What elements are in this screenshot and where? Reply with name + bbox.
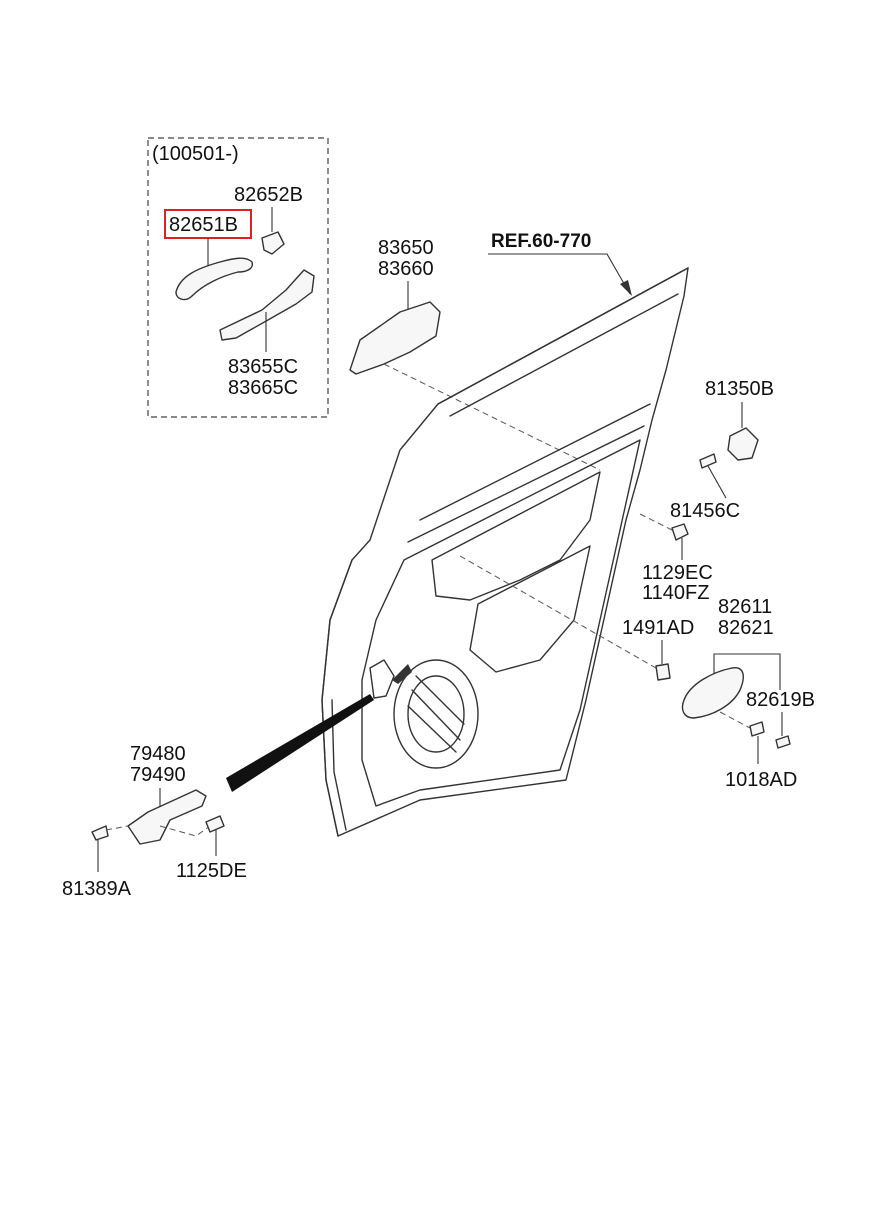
door-inner-panel — [361, 439, 641, 807]
door-window-frame — [407, 267, 689, 543]
part-81389A-bolt — [91, 825, 109, 841]
label-1018AD[interactable]: 1018AD — [725, 769, 797, 791]
dash-79480 — [159, 825, 211, 837]
label-1140FZ[interactable]: 1140FZ — [642, 582, 709, 604]
part-1125DE-bolt — [205, 815, 225, 833]
part-1018AD-screw — [749, 721, 765, 737]
group-box — [147, 137, 329, 418]
label-79480[interactable]: 79480 — [130, 743, 186, 765]
dash-to-1491AD — [459, 555, 657, 669]
label-83655C[interactable]: 83655C — [228, 356, 298, 378]
label-82619B[interactable]: 82619B — [746, 689, 815, 711]
door-latch-area — [369, 659, 395, 699]
part-81350B-striker — [727, 427, 759, 461]
reference-label[interactable]: REF.60-770 — [491, 231, 591, 252]
label-79490[interactable]: 79490 — [130, 764, 186, 786]
part-82651B-handle — [175, 257, 254, 301]
leader-81456C — [707, 465, 727, 499]
part-83655C-bracket — [219, 269, 315, 341]
dash-1129EC — [639, 513, 673, 531]
part-83650-frame — [349, 301, 441, 375]
label-83660[interactable]: 83660 — [378, 258, 434, 280]
label-82652B[interactable]: 82652B — [234, 184, 303, 206]
door-cable-arrow — [392, 664, 412, 684]
part-1129EC-bolt — [671, 523, 689, 541]
part-82652B-cap — [261, 231, 285, 255]
label-83665C[interactable]: 83665C — [228, 377, 298, 399]
leader-reference — [488, 253, 631, 295]
label-82621[interactable]: 82621 — [718, 617, 774, 639]
part-82619B-cap — [775, 735, 791, 749]
callout-wedge — [226, 694, 374, 792]
label-81389A[interactable]: 81389A — [62, 878, 132, 900]
label-1129EC[interactable]: 1129EC — [642, 562, 713, 584]
label-82651B[interactable]: 82651B — [169, 214, 238, 236]
door-speaker-ribs — [407, 675, 465, 753]
leader-82611 — [713, 653, 781, 690]
door-inner-cutouts — [431, 471, 601, 673]
dash-83650-to-door — [383, 363, 601, 471]
part-79480-checker — [127, 789, 207, 845]
part-82611-inside-handle — [681, 667, 744, 719]
label-83650[interactable]: 83650 — [378, 237, 434, 259]
label-81456C[interactable]: 81456C — [670, 500, 740, 522]
dash-81389A — [105, 825, 129, 831]
door-speaker-inner — [407, 675, 465, 753]
part-81456C-screw — [699, 453, 717, 469]
dash-1018AD — [719, 711, 751, 729]
door-edge — [321, 559, 353, 837]
label-1125DE[interactable]: 1125DE — [176, 860, 247, 882]
label-81350B[interactable]: 81350B — [705, 378, 774, 400]
reference-arrow — [620, 280, 632, 296]
label-1491AD[interactable]: 1491AD — [622, 617, 694, 639]
group-range-label: (100501-) — [152, 143, 239, 165]
part-1491AD-clip — [655, 663, 671, 681]
door-speaker-hole — [393, 659, 479, 769]
label-82611[interactable]: 82611 — [718, 596, 772, 618]
